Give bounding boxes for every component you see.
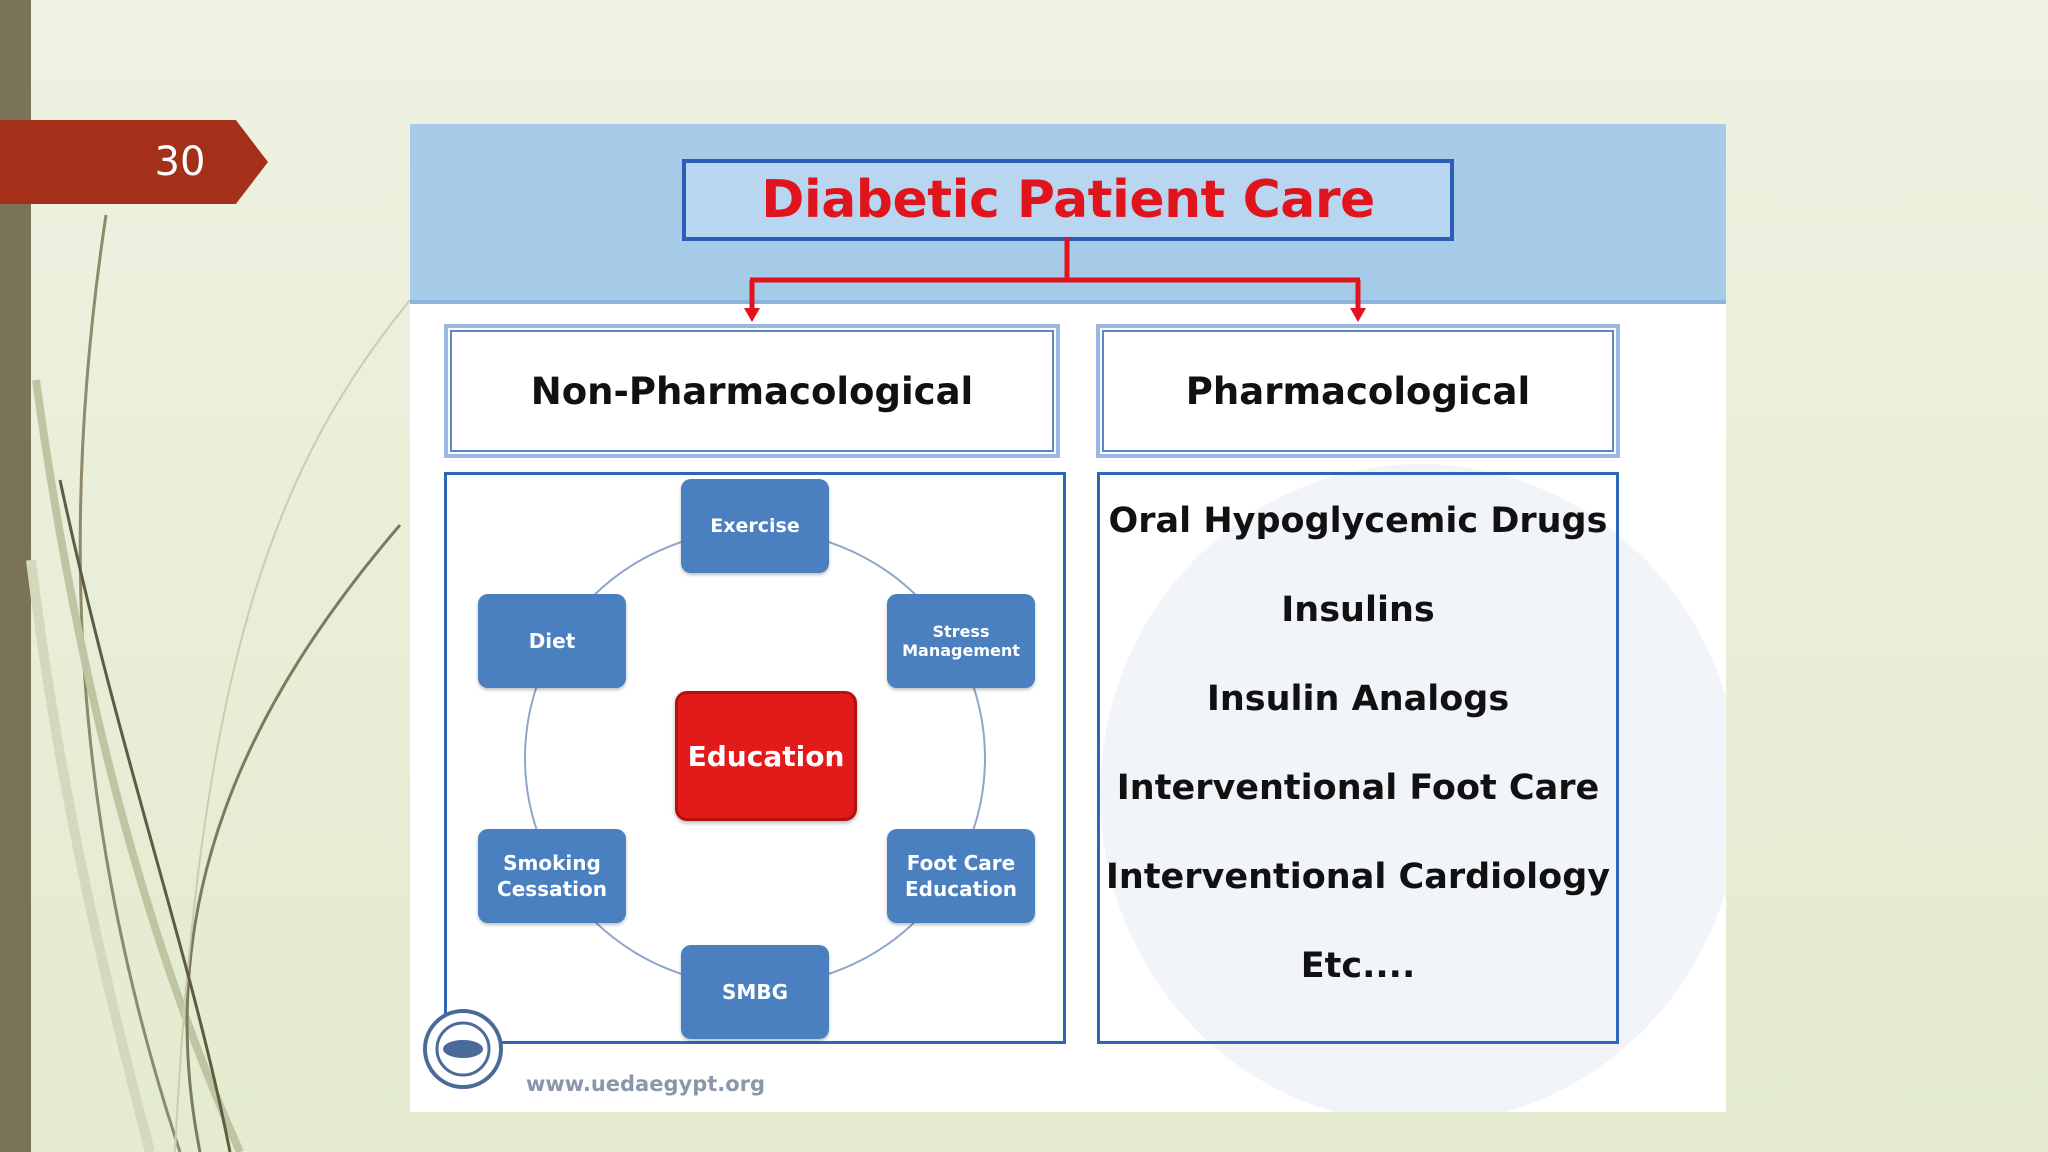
cycle-node-stress-management: Stress Management xyxy=(887,594,1035,688)
list-item: Insulin Analogs xyxy=(1206,679,1510,719)
list-item: Oral Hypoglycemic Drugs xyxy=(1108,501,1608,541)
category-right-label: Pharmacological xyxy=(1185,369,1531,413)
footer-url: www.uedaegypt.org xyxy=(526,1072,766,1096)
watermark-seal xyxy=(1100,464,1726,1112)
cycle-node-smbg: SMBG xyxy=(681,945,829,1039)
decorative-grass-curves xyxy=(26,214,411,1152)
category-pharmacological: Pharmacological xyxy=(1096,324,1620,458)
diagram-title: Diabetic Patient Care xyxy=(761,170,1375,230)
non-pharmacological-panel: Exercise Stress Management Foot Care Edu… xyxy=(444,472,1066,1044)
cycle-node-foot-care-education: Foot Care Education xyxy=(887,829,1035,923)
pharmacological-panel: Oral Hypoglycemic Drugs Insulins Insulin… xyxy=(1097,472,1619,1044)
list-item: Interventional Foot Care xyxy=(1116,768,1600,808)
cycle-node-diet: Diet xyxy=(478,594,626,688)
category-left-label: Non-Pharmacological xyxy=(530,369,974,413)
list-item: Etc.... xyxy=(1300,946,1416,986)
slide-number: 30 xyxy=(154,139,206,185)
slide-number-tab xyxy=(0,120,268,204)
cycle-node-exercise: Exercise xyxy=(681,479,829,573)
title-box: Diabetic Patient Care xyxy=(682,159,1454,241)
cycle-node-smoking-cessation: Smoking Cessation xyxy=(478,829,626,923)
diagram-image: Diabetic Patient Care Non-Pharmacologica… xyxy=(410,124,1726,1112)
title-connector-arrows xyxy=(744,237,1366,322)
pharmacological-list: Oral Hypoglycemic Drugs Insulins Insulin… xyxy=(1100,493,1616,1027)
list-item: Interventional Cardiology xyxy=(1105,857,1611,897)
category-non-pharmacological: Non-Pharmacological xyxy=(444,324,1060,458)
ueda-logo-icon xyxy=(423,1009,503,1089)
list-item: Insulins xyxy=(1281,590,1435,630)
cycle-center-education: Education xyxy=(675,691,857,821)
